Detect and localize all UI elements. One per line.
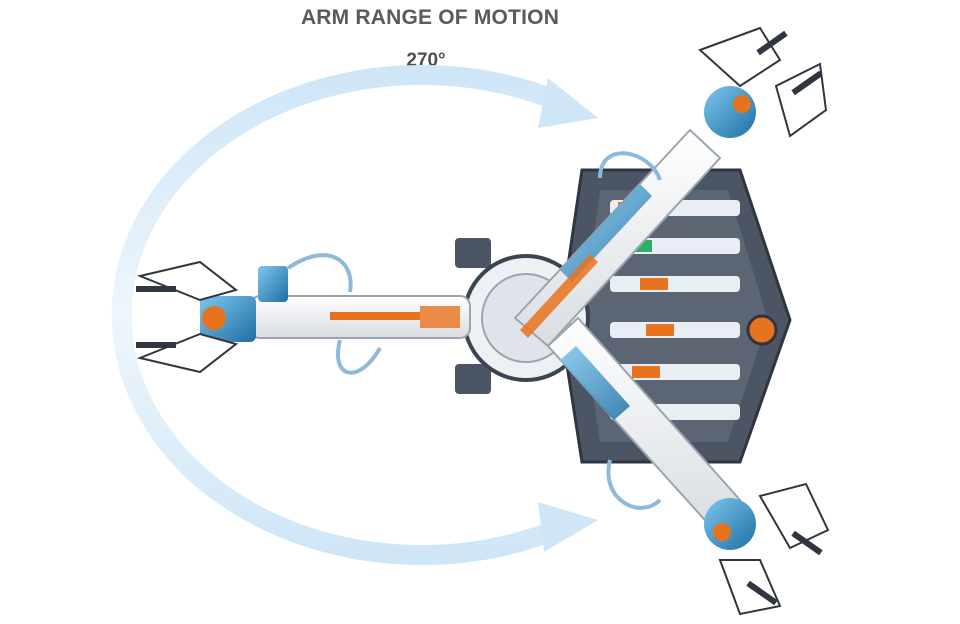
arc-arrowhead-bottom: [538, 502, 598, 552]
arm-lower-right: [546, 316, 830, 616]
arm-left: [136, 253, 471, 375]
arm-upper-right: [513, 26, 828, 348]
motion-arc: [111, 65, 598, 565]
page-title: ARM RANGE OF MOTION: [300, 6, 560, 29]
base-knob: [746, 314, 778, 346]
gripper-upper-right: [698, 26, 828, 138]
base-frame: [558, 168, 792, 464]
gripper-lower-right: [704, 482, 830, 616]
gripper-left: [136, 260, 256, 374]
arc-arrowhead-top: [538, 78, 598, 128]
